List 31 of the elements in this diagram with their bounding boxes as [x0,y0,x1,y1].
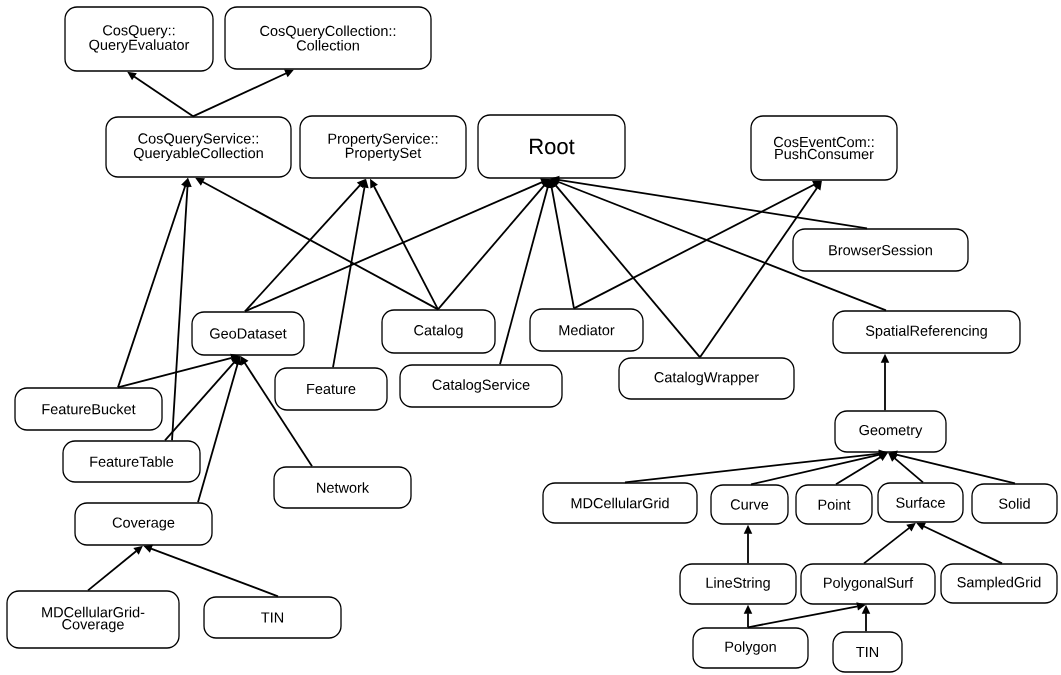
class-box: Surface [877,482,964,523]
class-box: SpatialReferencing [832,310,1021,354]
class-box: Coverage [74,502,213,546]
class-box: CosQuery:: QueryEvaluator [64,6,214,72]
class-box: CatalogWrapper [618,357,795,400]
class-box: TIN [832,631,903,673]
class-box: PropertyService:: PropertySet [299,115,467,179]
class-box: BrowserSession [792,228,969,272]
class-box: Point [795,484,873,525]
class-box: Catalog [381,309,496,354]
class-box: Feature [274,367,388,411]
class-box: Network [273,466,412,509]
class-box: CosQueryService:: QueryableCollection [105,116,292,178]
class-box: Root [477,114,626,179]
class-box: FeatureTable [62,440,201,483]
class-box: Polygon [692,627,809,669]
class-box: Geometry [834,410,947,453]
class-box: MDCellularGrid- Coverage [6,590,180,649]
class-box: GeoDataset [191,311,305,356]
class-box: Mediator [529,308,644,352]
class-box: Solid [971,483,1058,524]
class-box: CosEventCom:: PushConsumer [750,115,898,181]
class-box: TIN [203,596,342,639]
class-box: CatalogService [399,364,563,408]
class-box: Curve [710,484,789,525]
class-box: LineString [679,563,797,605]
class-box: SampledGrid [940,563,1058,604]
class-box: PolygonalSurf [800,563,936,605]
class-box: CosQueryCollection:: Collection [224,6,432,70]
class-box: FeatureBucket [14,387,163,431]
class-box: MDCellularGrid [542,482,698,524]
